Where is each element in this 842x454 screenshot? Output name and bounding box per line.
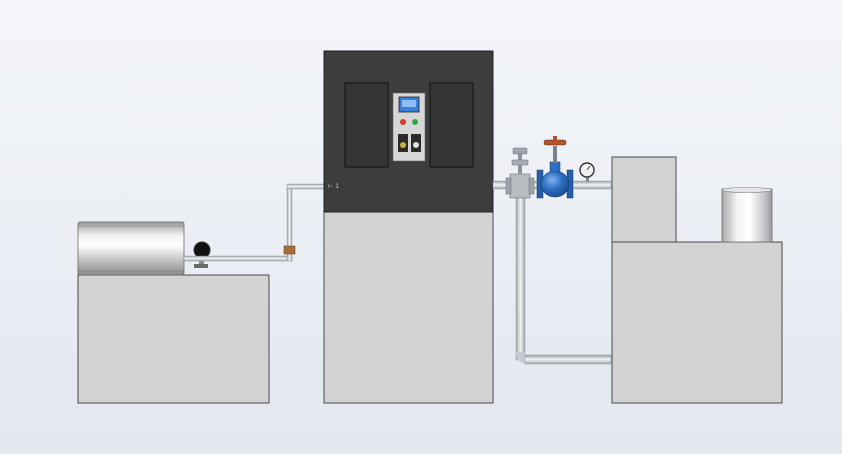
cabinet-panel-right	[429, 82, 474, 168]
left-unit	[77, 183, 325, 404]
port-label: ⊢ 1	[328, 183, 339, 190]
gauge-stem-right	[586, 176, 589, 182]
right-unit	[611, 156, 783, 404]
pressure-gauge-left	[193, 241, 211, 259]
cabinet-panel-left	[344, 82, 389, 168]
right-upper-box	[611, 156, 677, 243]
strainer-body	[509, 173, 531, 199]
vertical-cylinder-tank	[721, 188, 773, 243]
right-base-block	[611, 241, 783, 404]
indicator-red	[400, 119, 406, 125]
pipe-left-horizontal	[183, 255, 293, 262]
indicator-green	[412, 119, 418, 125]
center-cabinet: ⊢ 1	[323, 50, 494, 404]
small-valve	[283, 245, 296, 255]
right-piping	[492, 136, 612, 365]
valve-stem	[553, 146, 557, 163]
gauge-stem	[199, 256, 204, 268]
pipe-left-top	[286, 183, 325, 190]
valve-bonnet	[549, 161, 561, 173]
horizontal-tank	[77, 221, 185, 276]
globe-valve-body	[540, 170, 570, 198]
pipe-return-vertical	[515, 194, 526, 361]
left-base-block	[77, 274, 270, 404]
pipe-return-horizontal	[524, 354, 612, 365]
cabinet-lower	[323, 211, 494, 404]
